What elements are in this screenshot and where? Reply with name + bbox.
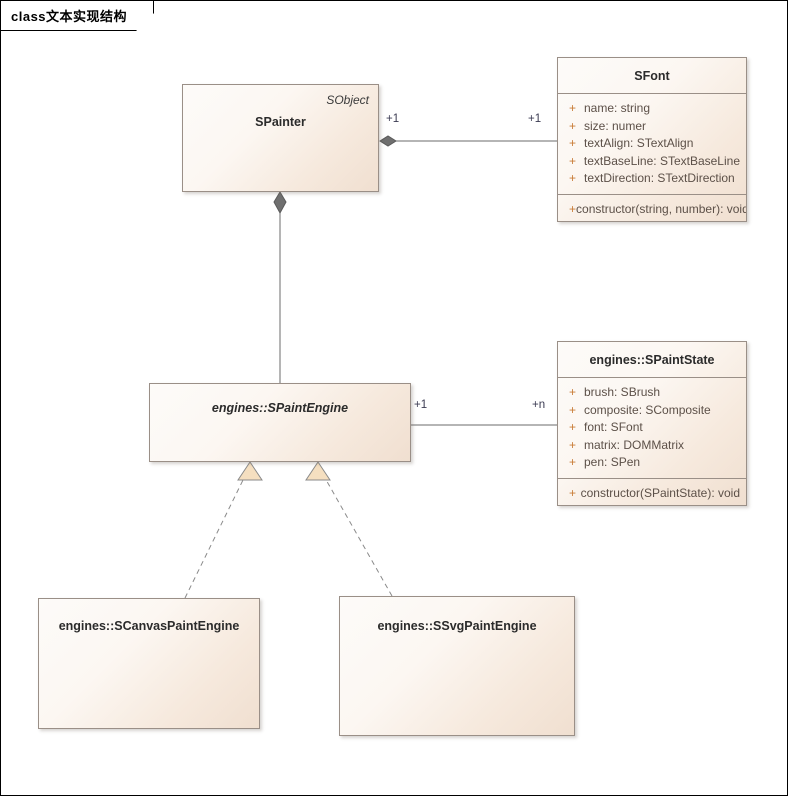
class-box-spaintstate[interactable]: engines::SPaintState + brush: SBrush + c…: [557, 341, 747, 506]
operation-row: + constructor(SPaintState): void: [558, 485, 746, 503]
multiplicity-spaintengine-spaintstate-target: +n: [532, 399, 546, 411]
attribute-label: textDirection: STextDirection: [584, 171, 735, 185]
class-name-spaintengine: engines::SPaintEngine: [211, 401, 349, 415]
visibility-marker: +: [569, 402, 577, 417]
operation-row: + constructor(string, number): void: [558, 201, 746, 219]
visibility-marker: +: [569, 420, 577, 434]
class-name-spainter: SPainter: [255, 115, 306, 129]
class-box-ssvgpaintengine[interactable]: engines::SSvgPaintEngine: [339, 596, 575, 736]
class-stereotype-sobject: SObject: [326, 93, 369, 107]
attribute-row: + brush: SBrush: [558, 384, 746, 402]
multiplicity-spainter-sfont-source: +1: [386, 113, 400, 125]
operation-label: constructor(SPaintState): void: [580, 485, 740, 500]
attributes-compartment-sfont: + name: string + size: numer + textAlign…: [558, 94, 746, 194]
attribute-label: name: string: [584, 101, 651, 115]
attribute-label: pen: SPen: [584, 455, 641, 469]
operations-compartment-sfont: + constructor(string, number): void: [558, 193, 746, 222]
visibility-marker: +: [569, 101, 577, 115]
class-name-ssvgpaintengine: engines::SSvgPaintEngine: [377, 619, 537, 633]
diagram-title-tab: class文本实现结构: [1, 1, 154, 31]
class-name-sfont: SFont: [558, 58, 746, 94]
visibility-marker: +: [569, 201, 577, 216]
visibility-marker: +: [569, 437, 577, 452]
operations-compartment-spaintstate: + constructor(SPaintState): void: [558, 477, 746, 506]
visibility-marker: +: [569, 171, 577, 185]
attribute-row: + composite: SComposite: [558, 402, 746, 420]
attribute-row: + pen: SPen: [558, 454, 746, 472]
attribute-label: textBaseLine: STextBaseLine: [583, 153, 740, 168]
class-box-spaintengine[interactable]: engines::SPaintEngine: [149, 383, 411, 462]
attribute-row: + font: SFont: [558, 419, 746, 437]
attribute-label: font: SFont: [584, 420, 643, 434]
class-box-sfont[interactable]: SFont + name: string + size: numer + tex…: [557, 57, 747, 222]
class-box-scanvaspaintengine[interactable]: engines::SCanvasPaintEngine: [38, 598, 260, 729]
multiplicity-spainter-sfont-target: +1: [528, 113, 542, 125]
attribute-label: matrix: DOMMatrix: [584, 437, 684, 452]
class-box-spainter[interactable]: SObject SPainter: [182, 84, 379, 192]
diagram-title-label: class文本实现结构: [11, 9, 128, 24]
attribute-row: + textBaseLine: STextBaseLine: [558, 153, 746, 171]
visibility-marker: +: [569, 455, 577, 469]
class-name-scanvaspaintengine: engines::SCanvasPaintEngine: [58, 619, 240, 633]
attributes-compartment-spaintstate: + brush: SBrush + composite: SComposite …: [558, 378, 746, 478]
visibility-marker: +: [569, 385, 577, 399]
attribute-row: + textDirection: STextDirection: [558, 170, 746, 188]
attribute-row: + textAlign: STextAlign: [558, 135, 746, 153]
attribute-label: composite: SComposite: [584, 402, 711, 417]
attribute-row: + size: numer: [558, 118, 746, 136]
multiplicity-spaintengine-spaintstate-source: +1: [414, 399, 428, 411]
visibility-marker: +: [569, 118, 577, 133]
attribute-label: textAlign: STextAlign: [584, 136, 694, 150]
attribute-label: brush: SBrush: [584, 385, 661, 399]
operation-label: constructor(string, number): void: [576, 201, 747, 216]
attribute-row: + matrix: DOMMatrix: [558, 437, 746, 455]
visibility-marker: +: [569, 485, 577, 500]
attribute-row: + name: string: [558, 100, 746, 118]
visibility-marker: +: [569, 136, 577, 150]
class-name-spaintstate: engines::SPaintState: [558, 342, 746, 378]
attribute-label: size: numer: [584, 118, 647, 133]
visibility-marker: +: [569, 153, 577, 168]
